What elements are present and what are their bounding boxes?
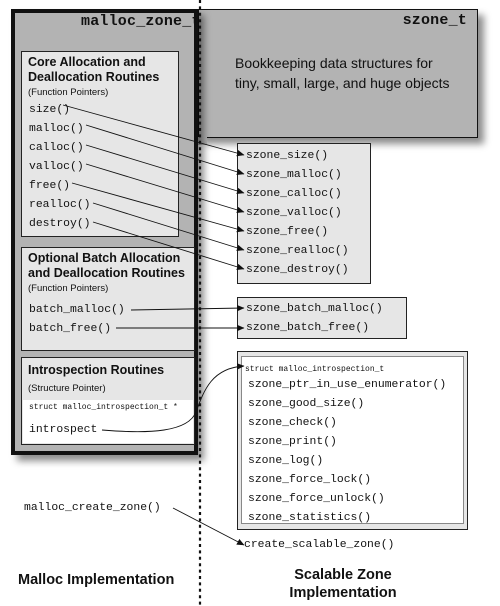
fn-destroy: destroy() [29, 218, 91, 230]
scalable-zone-implementation-caption: Scalable Zone Implementation [268, 566, 418, 602]
introspection-struct-label: struct malloc_introspection_t * [29, 403, 178, 412]
szone-fn-free: szone_free() [246, 226, 329, 238]
core-routines-panel: Core Allocation and Deallocation Routine… [21, 51, 179, 237]
szone-fn-good-size: szone_good_size() [248, 398, 365, 410]
szone-fn-check: szone_check() [248, 417, 337, 429]
introspection-title: Introspection Routines [28, 363, 165, 377]
arrow-create-zone [172, 507, 245, 546]
introspect-field: introspect [29, 424, 98, 436]
arrow-realloc [92, 202, 245, 251]
szone-description-line2: tiny, small, large, and huge objects [235, 75, 450, 91]
fn-batch-free: batch_free() [29, 323, 112, 335]
szone-fn-force-lock: szone_force_lock() [248, 474, 372, 486]
szone-batch-panel: szone_batch_malloc() szone_batch_free() [237, 297, 407, 339]
szone-batch-function-list: szone_batch_malloc() szone_batch_free() [246, 300, 383, 338]
introspection-subtitle: (Structure Pointer) [28, 383, 106, 394]
szone-fn-size: szone_size() [246, 150, 329, 162]
malloc-zone-t-title: malloc_zone_t [81, 13, 201, 30]
arrow-introspect [101, 363, 245, 433]
szone-description-line1: Bookkeeping data structures for [235, 55, 433, 71]
core-routines-subtitle: (Function Pointers) [28, 87, 109, 98]
arrow-batch-malloc [130, 304, 245, 312]
szone-fn-calloc: szone_calloc() [246, 188, 342, 200]
fn-size: size() [29, 104, 71, 116]
szone-introspection-panel: struct malloc_introspection_t szone_ptr_… [237, 351, 468, 530]
szone-t-title: szone_t [402, 12, 467, 29]
arrow-malloc [85, 124, 245, 175]
szone-description: Bookkeeping data structures for tiny, sm… [235, 53, 450, 93]
szone-introspection-function-list: szone_ptr_in_use_enumerator() szone_good… [248, 376, 446, 528]
szone-core-function-list: szone_size() szone_malloc() szone_calloc… [246, 147, 349, 280]
malloc-implementation-caption: Malloc Implementation [18, 572, 175, 588]
introspection-panel: Introspection Routines (Structure Pointe… [21, 357, 195, 445]
szone-t-box: szone_t Bookkeeping data structures for … [198, 9, 478, 138]
fn-free: free() [29, 180, 71, 192]
arrow-destroy [92, 221, 245, 270]
szone-fn-statistics: szone_statistics() [248, 512, 372, 524]
batch-routines-title-line1: Optional Batch Allocation [28, 251, 181, 265]
szone-fn-malloc: szone_malloc() [246, 169, 342, 181]
szone-fn-batch-malloc: szone_batch_malloc() [246, 303, 383, 315]
szone-fn-batch-free: szone_batch_free() [246, 322, 370, 334]
szone-t-connector [198, 137, 207, 145]
malloc-create-zone-label: malloc_create_zone() [24, 502, 161, 514]
core-routines-title-line1: Core Allocation and [28, 55, 146, 69]
batch-routines-subtitle: (Function Pointers) [28, 283, 109, 294]
fn-batch-malloc: batch_malloc() [29, 304, 125, 316]
batch-routines-title-line2: and Deallocation Routines [28, 266, 185, 280]
batch-routines-panel: Optional Batch Allocation and Deallocati… [21, 247, 195, 351]
szone-core-panel: szone_size() szone_malloc() szone_calloc… [237, 143, 371, 284]
arrow-valloc [85, 163, 245, 214]
arrow-free [71, 182, 245, 233]
create-scalable-zone-label: create_scalable_zone() [244, 539, 395, 551]
szone-fn-destroy: szone_destroy() [246, 264, 349, 276]
fn-malloc: malloc() [29, 123, 84, 135]
szone-fn-print: szone_print() [248, 436, 337, 448]
fn-realloc: realloc() [29, 199, 91, 211]
malloc-zone-t-box: malloc_zone_t Core Allocation and Deallo… [11, 9, 201, 455]
szone-fn-ptr-in-use-enumerator: szone_ptr_in_use_enumerator() [248, 379, 447, 391]
szone-fn-force-unlock: szone_force_unlock() [248, 493, 385, 505]
core-routines-title-line2: Deallocation Routines [28, 70, 160, 84]
batch-function-list: batch_malloc() batch_free() [29, 301, 125, 339]
fn-calloc: calloc() [29, 142, 84, 154]
szone-introspection-struct-label: struct malloc_introspection_t [245, 365, 385, 374]
introspection-struct-field: struct malloc_introspection_t * introspe… [23, 400, 193, 443]
fn-valloc: valloc() [29, 161, 84, 173]
szone-fn-realloc: szone_realloc() [246, 245, 349, 257]
core-function-list: size() malloc() calloc() valloc() free()… [29, 101, 91, 234]
scalable-zone-caption-line1: Scalable Zone [294, 567, 392, 583]
arrow-size [62, 104, 245, 157]
szone-fn-log: szone_log() [248, 455, 324, 467]
arrow-calloc [85, 144, 245, 195]
scalable-zone-caption-line2: Implementation [289, 585, 397, 601]
szone-introspection-struct: struct malloc_introspection_t szone_ptr_… [241, 356, 464, 524]
szone-fn-valloc: szone_valloc() [246, 207, 342, 219]
